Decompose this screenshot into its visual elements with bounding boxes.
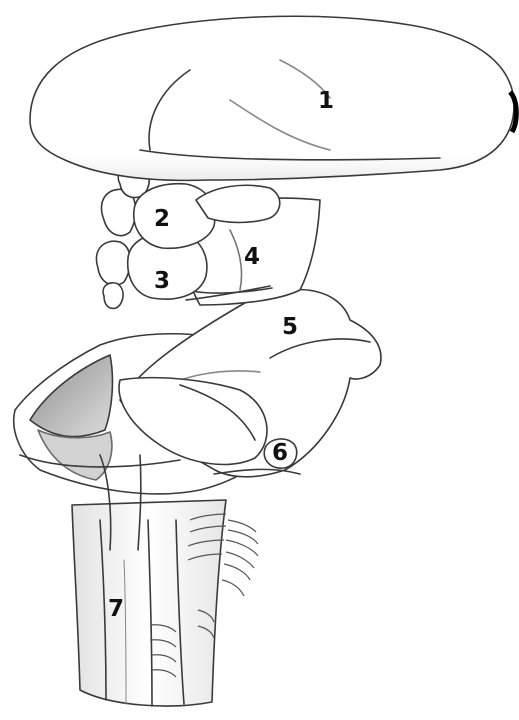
cerebral-hemisphere (30, 16, 514, 180)
label-3: 3 (154, 268, 170, 294)
label-5: 5 (282, 314, 298, 340)
label-6: 6 (272, 440, 288, 466)
label-2: 2 (154, 206, 170, 232)
label-1: 1 (318, 88, 334, 114)
label-4: 4 (244, 244, 260, 270)
label-7: 7 (108, 596, 124, 622)
medulla-oblongata (72, 500, 258, 706)
